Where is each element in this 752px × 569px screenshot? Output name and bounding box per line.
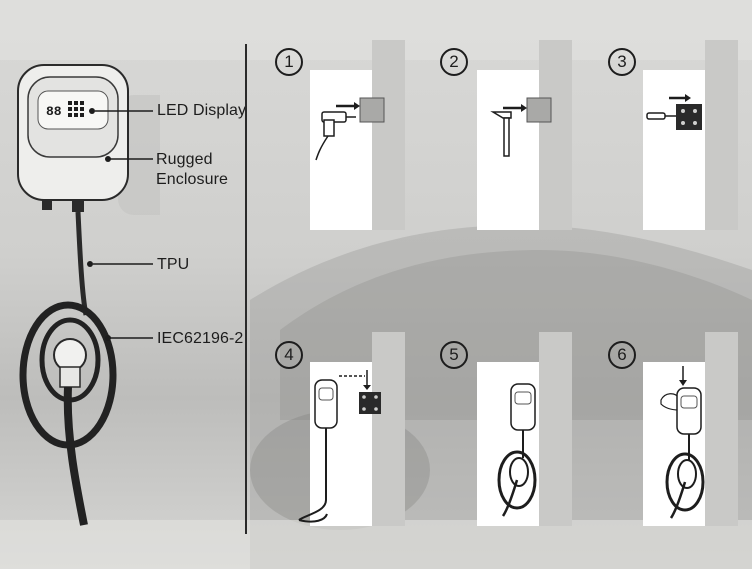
step-number-4: 4 xyxy=(275,341,303,369)
step-number-6: 6 xyxy=(608,341,636,369)
step-number-3: 3 xyxy=(608,48,636,76)
step-4-panel xyxy=(298,332,405,526)
secure-charger-icon xyxy=(660,387,705,519)
step-2-panel xyxy=(477,40,572,230)
step-5-panel xyxy=(477,332,572,526)
mounted-charger-icon xyxy=(497,383,537,517)
label-tpu: TPU xyxy=(157,256,190,273)
label-led-display: LED Display xyxy=(157,102,247,119)
drill-icon xyxy=(315,111,356,161)
label-rugged-line1: Rugged xyxy=(156,151,213,168)
step-number-2: 2 xyxy=(440,48,468,76)
label-iec: IEC62196-2 xyxy=(157,330,244,347)
hammer-icon xyxy=(490,111,512,157)
charger-display-text: 88 xyxy=(46,104,62,119)
step-6-panel xyxy=(643,332,738,526)
step-3-panel xyxy=(643,40,738,230)
mount-charger-icon xyxy=(298,379,338,523)
step-number-1: 1 xyxy=(275,48,303,76)
step-number-5: 5 xyxy=(440,341,468,369)
divider-line xyxy=(245,44,247,534)
step-1-panel xyxy=(310,40,405,230)
screwdriver-icon xyxy=(646,112,676,120)
label-rugged-line2: Enclosure xyxy=(156,171,229,188)
charger-illustration: 88 xyxy=(17,64,160,526)
